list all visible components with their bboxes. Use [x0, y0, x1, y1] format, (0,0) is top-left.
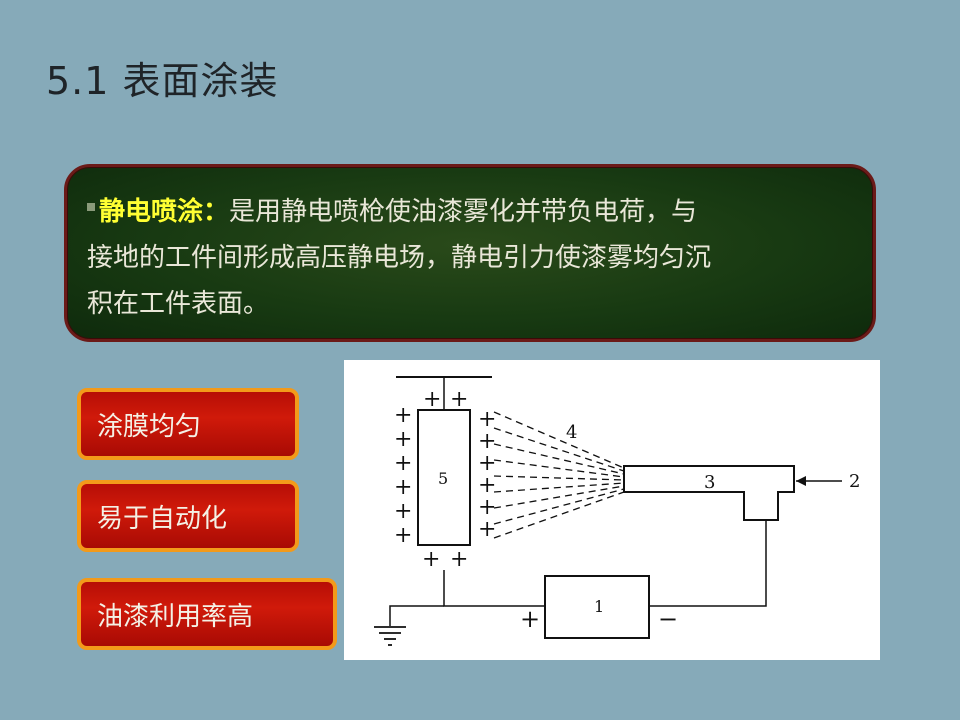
plus-right-5: +	[478, 495, 496, 520]
feature-uniform-coating: 涂膜均匀	[77, 388, 299, 460]
feature-high-utilization: 油漆利用率高	[77, 578, 337, 650]
plus-left-6: +	[394, 523, 412, 548]
wire-ground	[389, 605, 444, 626]
wire-gun-to-power	[650, 520, 767, 607]
plus-left-4: +	[394, 475, 412, 500]
gun-label: 3	[704, 472, 715, 493]
plus-top-2: +	[450, 387, 468, 412]
plus-top-1: +	[423, 387, 441, 412]
power-label: 1	[594, 597, 604, 616]
plus-right-2: +	[478, 429, 496, 454]
definition-line-3: 积在工件表面。	[87, 289, 270, 319]
input-arrowhead	[796, 476, 806, 486]
power-plus: +	[520, 605, 540, 633]
definition-line-2: 接地的工件间形成高压静电场，静电引力使漆雾均匀沉	[87, 243, 712, 273]
electrostatic-spray-diagram: + + 5 + + + + + + + + + + + + + +	[344, 360, 880, 660]
plus-left-1: +	[394, 403, 412, 428]
plus-left-2: +	[394, 427, 412, 452]
plus-left-5: +	[394, 499, 412, 524]
workpiece-rect	[417, 409, 471, 546]
definition-box: 静电喷涂：是用静电喷枪使油漆雾化并带负电荷，与 接地的工件间形成高压静电场，静电…	[64, 164, 876, 342]
spray-label: 4	[566, 422, 577, 443]
input-label: 2	[849, 471, 860, 492]
plus-right-3: +	[478, 451, 496, 476]
plus-right-1: +	[478, 407, 496, 432]
plus-right-4: +	[478, 473, 496, 498]
workpiece-label: 5	[438, 469, 448, 488]
definition-line-1: 静电喷涂：是用静电喷枪使油漆雾化并带负电荷，与	[87, 189, 849, 235]
power-minus: −	[658, 605, 678, 633]
definition-term: 静电喷涂：	[99, 197, 230, 227]
feature-easy-automation: 易于自动化	[77, 480, 299, 552]
plus-left-3: +	[394, 451, 412, 476]
slide-title: 5.1 表面涂装	[46, 59, 279, 103]
bullet-icon	[87, 203, 95, 211]
diagram-svg: + + 5 + + + + + + + + + + + + + +	[374, 376, 860, 646]
plus-right-6: +	[478, 517, 496, 542]
spray-lines	[493, 411, 625, 539]
definition-text-1: 是用静电喷枪使油漆雾化并带负电荷，与	[229, 197, 698, 227]
power-supply-rect	[544, 575, 650, 639]
spray-gun-shape	[623, 465, 795, 521]
wire-workpiece-to-power	[443, 570, 544, 607]
plus-bottom-2: +	[450, 547, 468, 572]
plus-bottom-1: +	[422, 547, 440, 572]
